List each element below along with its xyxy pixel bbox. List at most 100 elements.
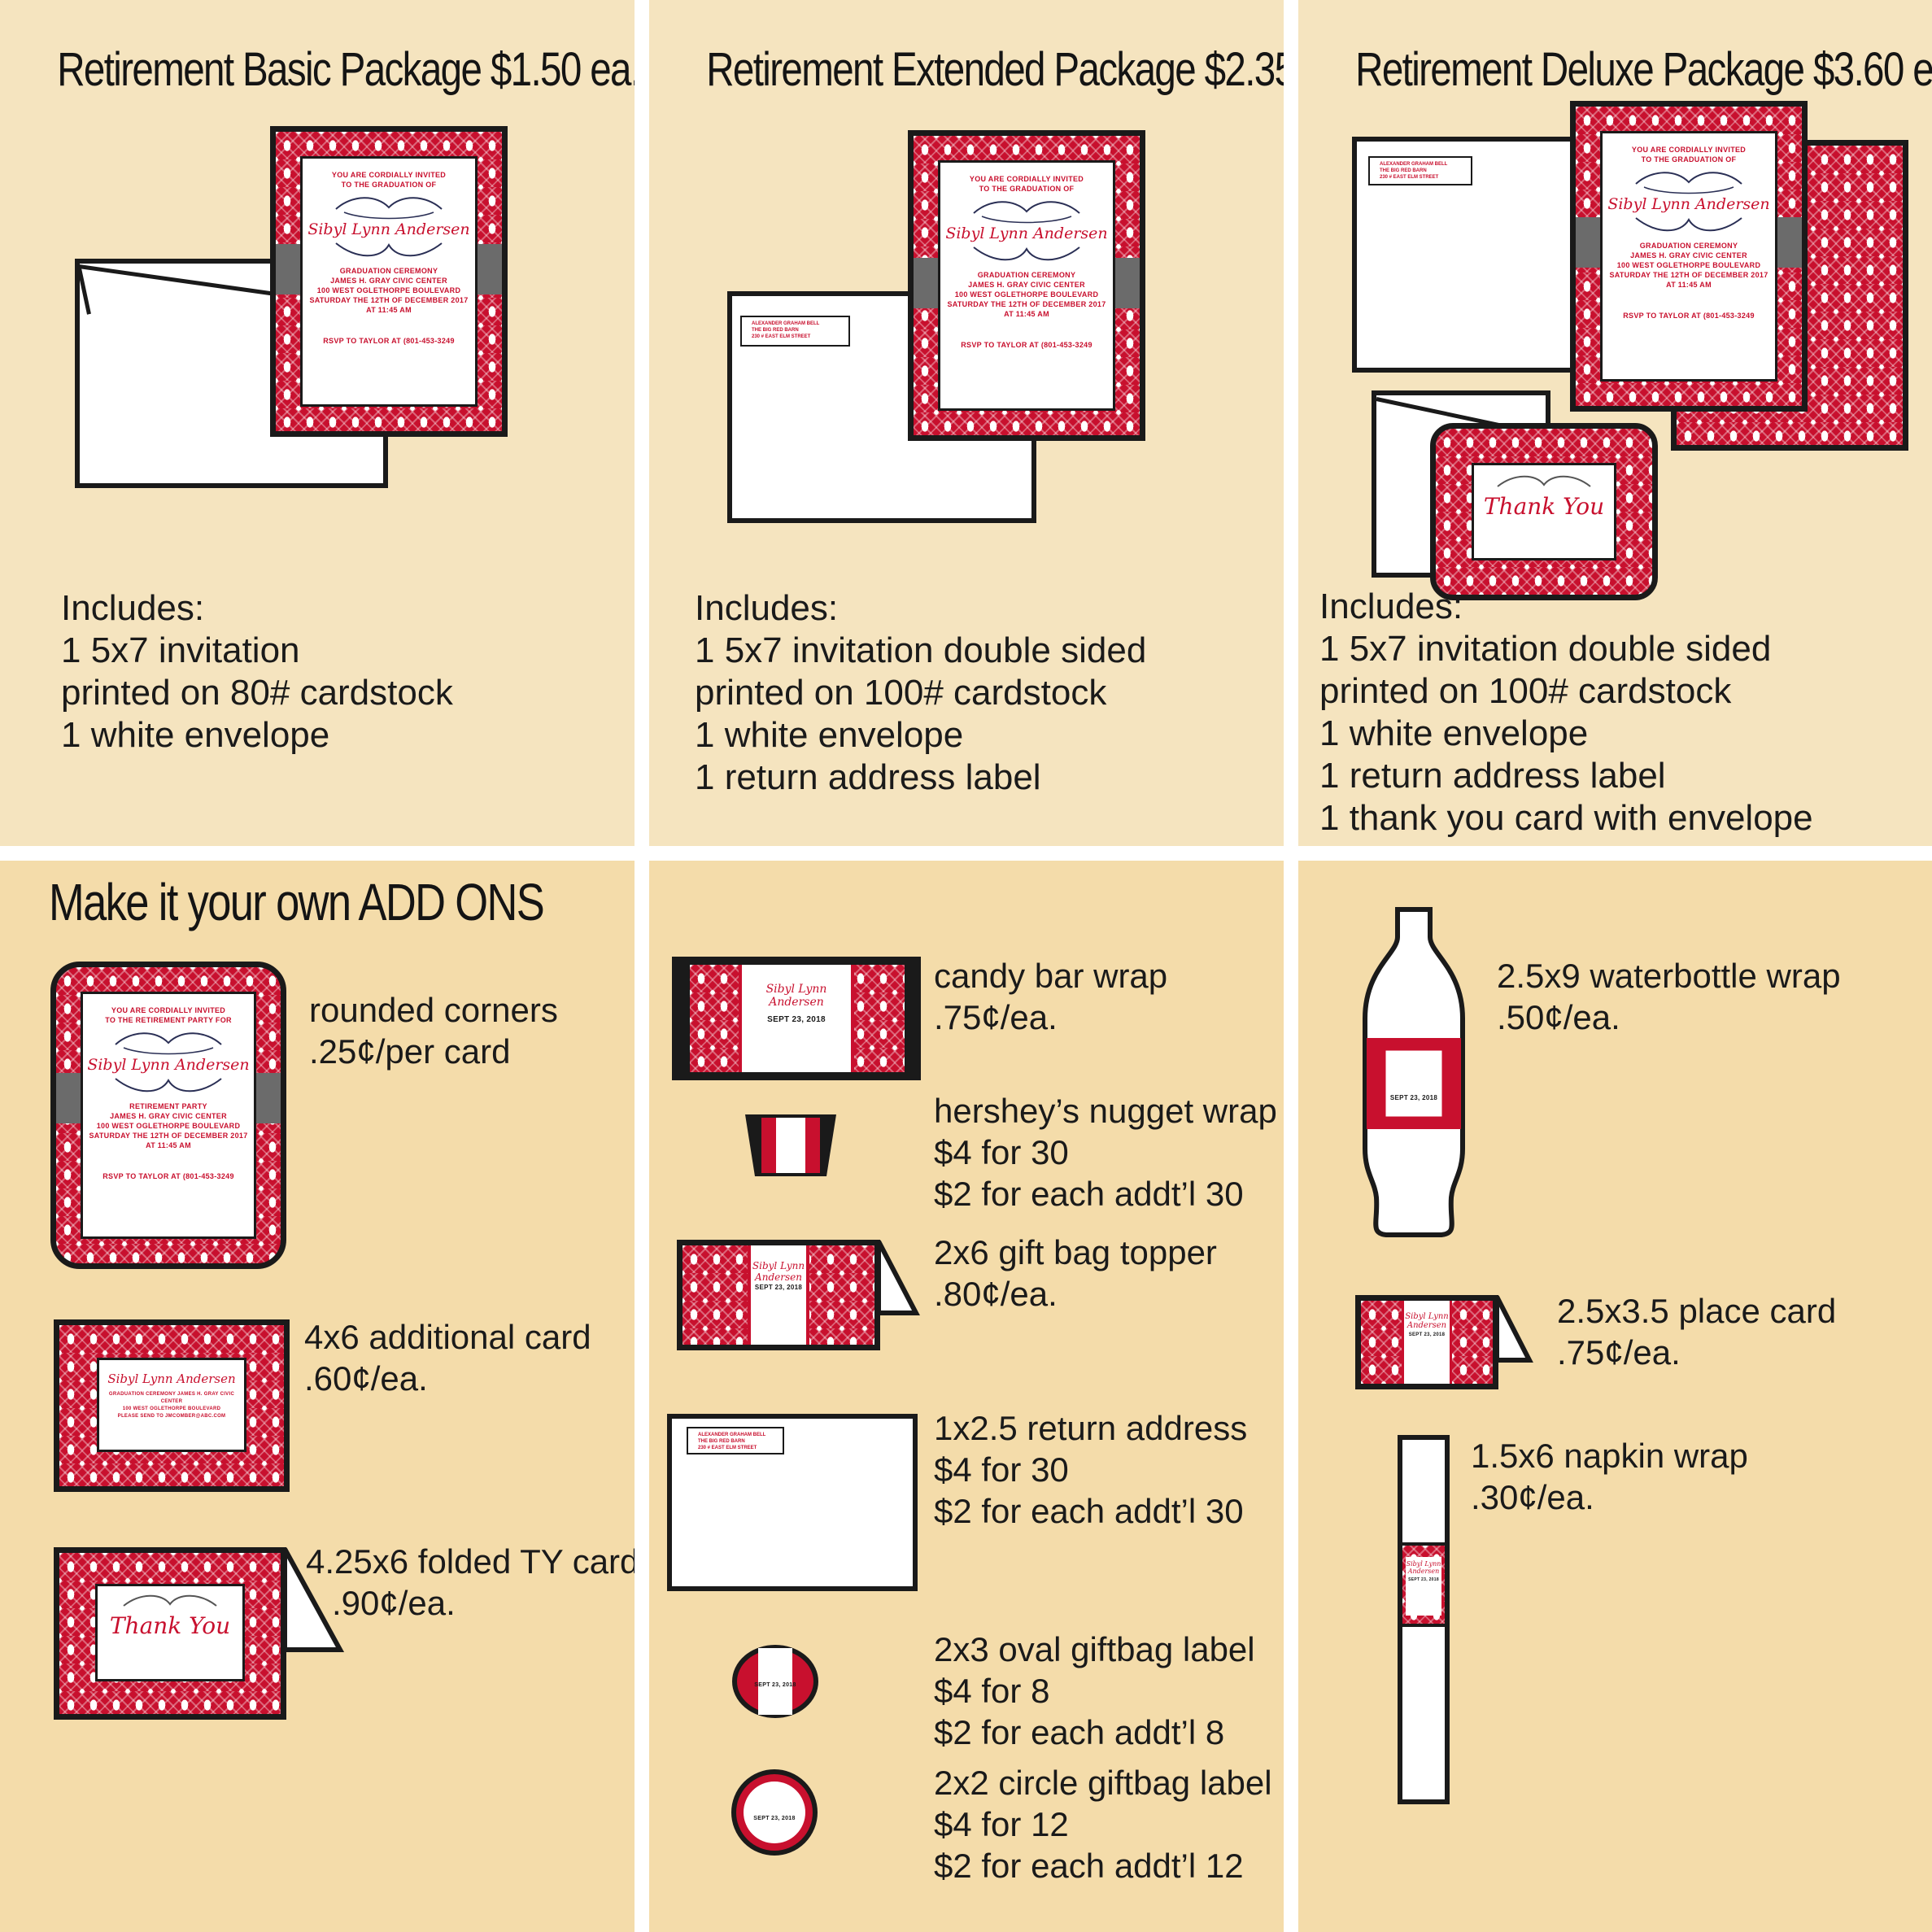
includes-line: 1 white envelope	[695, 715, 964, 755]
nugget-text: hershey’s nugget wrap $4 for 30 $2 for e…	[934, 1090, 1277, 1215]
card-address: 100 WEST OGLETHORPE BOULEVARD	[122, 1406, 221, 1411]
addon-line: 1x2.5 return address	[934, 1409, 1248, 1447]
addon-price: .50¢/ea.	[1497, 998, 1620, 1036]
scroll-flourish-icon	[1635, 217, 1742, 232]
addon-price: .75¢/ea.	[1557, 1333, 1681, 1372]
invite-time: AT 11:45 AM	[366, 306, 412, 314]
topper-date: SEPT 23, 2018	[754, 1284, 803, 1291]
invite-line1: YOU ARE CORDIALLY INVITED	[331, 171, 447, 179]
scroll-flourish-icon	[123, 1594, 217, 1607]
retire-time: AT 11:45 AM	[146, 1141, 191, 1149]
scroll-flourish-icon	[973, 201, 1080, 224]
invite-name: Sibyl Lynn Andersen	[307, 220, 470, 238]
addon-line: 2.5x3.5 place card	[1557, 1292, 1837, 1330]
wrap-date: SEPT 23, 2018	[767, 1015, 826, 1024]
invite-event: GRADUATION CEREMONY	[339, 267, 438, 275]
scroll-flourish-icon	[1635, 172, 1742, 194]
scroll-flourish-icon	[115, 1032, 222, 1055]
extended-invitation-card: YOU ARE CORDIALLY INVITED TO THE GRADUAT…	[908, 130, 1145, 441]
scroll-flourish-icon	[115, 1078, 222, 1092]
water-bottle-wrap	[1363, 907, 1465, 1237]
napkin-text: 1.5x6 napkin wrap .30¢/ea.	[1471, 1435, 1748, 1518]
invite-event: GRADUATION CEREMONY	[977, 271, 1076, 279]
nugget-wrap	[745, 1114, 836, 1176]
scroll-flourish-icon	[973, 246, 1080, 261]
candy-bar-text: candy bar wrap .75¢/ea.	[934, 955, 1167, 1038]
thank-you-card: Thank You	[1430, 423, 1658, 600]
additional-card-inner: Sibyl Lynn Andersen GRADUATION CEREMONY …	[97, 1358, 246, 1452]
napkin-name: Sibyl Lynn Andersen	[1406, 1560, 1441, 1575]
invite-name: Sibyl Lynn Andersen	[945, 225, 1108, 242]
invite-date: SATURDAY THE 12TH OF DECEMBER 2017	[1609, 271, 1768, 279]
retirement-inner: YOU ARE CORDIALLY INVITED TO THE RETIREM…	[81, 992, 256, 1239]
extended-includes-list: Includes: 1 5x7 invitation double sided …	[695, 587, 1146, 799]
invite-time: AT 11:45 AM	[1666, 281, 1712, 289]
topper-name: Sibyl Lynn Andersen	[752, 1260, 805, 1283]
addon-price: $4 for 12	[934, 1805, 1069, 1843]
napkin-band: Sibyl Lynn Andersen SEPT 23, 2018	[1399, 1542, 1448, 1627]
waterbottle-text: 2.5x9 waterbottle wrap .50¢/ea.	[1497, 955, 1841, 1038]
invitation-inner: YOU ARE CORDIALLY INVITED TO THE GRADUAT…	[1600, 131, 1777, 382]
includes-line: Includes:	[695, 588, 839, 628]
rounded-corners-text: rounded corners .25¢/per card	[309, 989, 558, 1072]
place-name: Sibyl Lynn Andersen	[1405, 1312, 1449, 1330]
includes-line: 1 white envelope	[61, 715, 330, 755]
addon-price: .60¢/ea.	[304, 1359, 428, 1398]
oval-label-text: 2x3 oval giftbag label $4 for 8 $2 for e…	[934, 1629, 1255, 1753]
addons-panel-left: YOU ARE CORDIALLY INVITED TO THE RETIREM…	[0, 861, 635, 1932]
fold-tab	[877, 1240, 920, 1315]
label-line3: 230 # EAST ELM STREET	[1380, 175, 1439, 180]
includes-line: printed on 80# cardstock	[61, 673, 453, 713]
addon-price: $4 for 30	[934, 1450, 1069, 1489]
place-date: SEPT 23, 2018	[1408, 1332, 1446, 1337]
thank-you-text: Thank You	[109, 1612, 231, 1639]
return-address-label: ALEXANDER GRAHAM BELL THE BIG RED BARN 2…	[1368, 156, 1472, 185]
invite-rsvp: RSVP TO TAYLOR AT (801-453-3249	[323, 337, 455, 345]
addon-price: $4 for 8	[934, 1672, 1050, 1710]
scroll-flourish-icon	[335, 242, 443, 257]
retire-event: RETIREMENT PARTY	[129, 1102, 207, 1110]
rounded-corner-card: YOU ARE CORDIALLY INVITED TO THE RETIREM…	[50, 962, 286, 1269]
basic-package-panel: Retirement Basic Package $1.50 ea. YOU A…	[0, 0, 635, 846]
invitation-inner: YOU ARE CORDIALLY INVITED TO THE GRADUAT…	[938, 160, 1115, 411]
addon-price: $2 for each addt’l 12	[934, 1847, 1244, 1885]
invite-venue: JAMES H. GRAY CIVIC CENTER	[330, 277, 447, 285]
gift-bag-topper-text: 2x6 gift bag topper .80¢/ea.	[934, 1232, 1217, 1315]
label-line3: 230 # EAST ELM STREET	[752, 334, 811, 339]
includes-line: 1 white envelope	[1319, 713, 1589, 753]
label-line1: ALEXANDER GRAHAM BELL	[752, 321, 820, 326]
invite-venue: JAMES H. GRAY CIVIC CENTER	[1630, 251, 1747, 259]
bottle-date: SEPT 23, 2018	[1389, 1094, 1438, 1101]
candy-bar-wrap: Sibyl Lynn Andersen SEPT 23, 2018	[672, 957, 921, 1080]
folded-ty-card: Thank You	[54, 1547, 286, 1720]
basic-package-title: Retirement Basic Package $1.50 ea.	[57, 43, 635, 96]
additional-card-text: 4x6 additional card .60¢/ea.	[304, 1316, 591, 1399]
circle-date: SEPT 23, 2018	[753, 1816, 796, 1821]
invite-address: 100 WEST OGLETHORPE BOULEVARD	[316, 286, 461, 294]
return-address-label: ALEXANDER GRAHAM BELL THE BIG RED BARN 2…	[687, 1427, 784, 1454]
scroll-flourish-icon	[335, 197, 443, 220]
return-address-text: 1x2.5 return address $4 for 30 $2 for ea…	[934, 1407, 1247, 1532]
fold-tab	[283, 1547, 345, 1652]
thank-you-inner: Thank You	[1472, 463, 1616, 560]
addon-price: .90¢/ea.	[332, 1584, 456, 1622]
addon-price: .30¢/ea.	[1471, 1478, 1594, 1516]
invite-name: Sibyl Lynn Andersen	[1607, 195, 1770, 213]
addon-line: candy bar wrap	[934, 957, 1168, 995]
includes-line: 1 return address label	[695, 757, 1041, 797]
extended-package-panel: Retirement Extended Package $2.35 ea. AL…	[649, 0, 1284, 846]
deluxe-package-title: Retirement Deluxe Package $3.60 ea.	[1355, 43, 1932, 96]
addon-line: 4x6 additional card	[304, 1318, 591, 1356]
label-line1: ALEXANDER GRAHAM BELL	[1380, 162, 1448, 167]
gift-bag-topper: Sibyl Lynn Andersen SEPT 23, 2018	[677, 1240, 880, 1350]
retire-name: Sibyl Lynn Andersen	[87, 1056, 250, 1074]
addon-line: hershey’s nugget wrap	[934, 1092, 1277, 1130]
includes-line: 1 5x7 invitation double sided	[1319, 629, 1772, 669]
invite-line2: TO THE GRADUATION OF	[341, 181, 437, 189]
label-line1: ALEXANDER GRAHAM BELL	[698, 1433, 766, 1437]
thank-you-text: Thank You	[1483, 493, 1605, 520]
deluxe-includes-list: Includes: 1 5x7 invitation double sided …	[1319, 586, 1813, 840]
includes-line: 1 5x7 invitation	[61, 630, 300, 670]
addon-line: 2x2 circle giftbag label	[934, 1764, 1272, 1802]
label-line2: THE BIG RED BARN	[1380, 168, 1427, 173]
